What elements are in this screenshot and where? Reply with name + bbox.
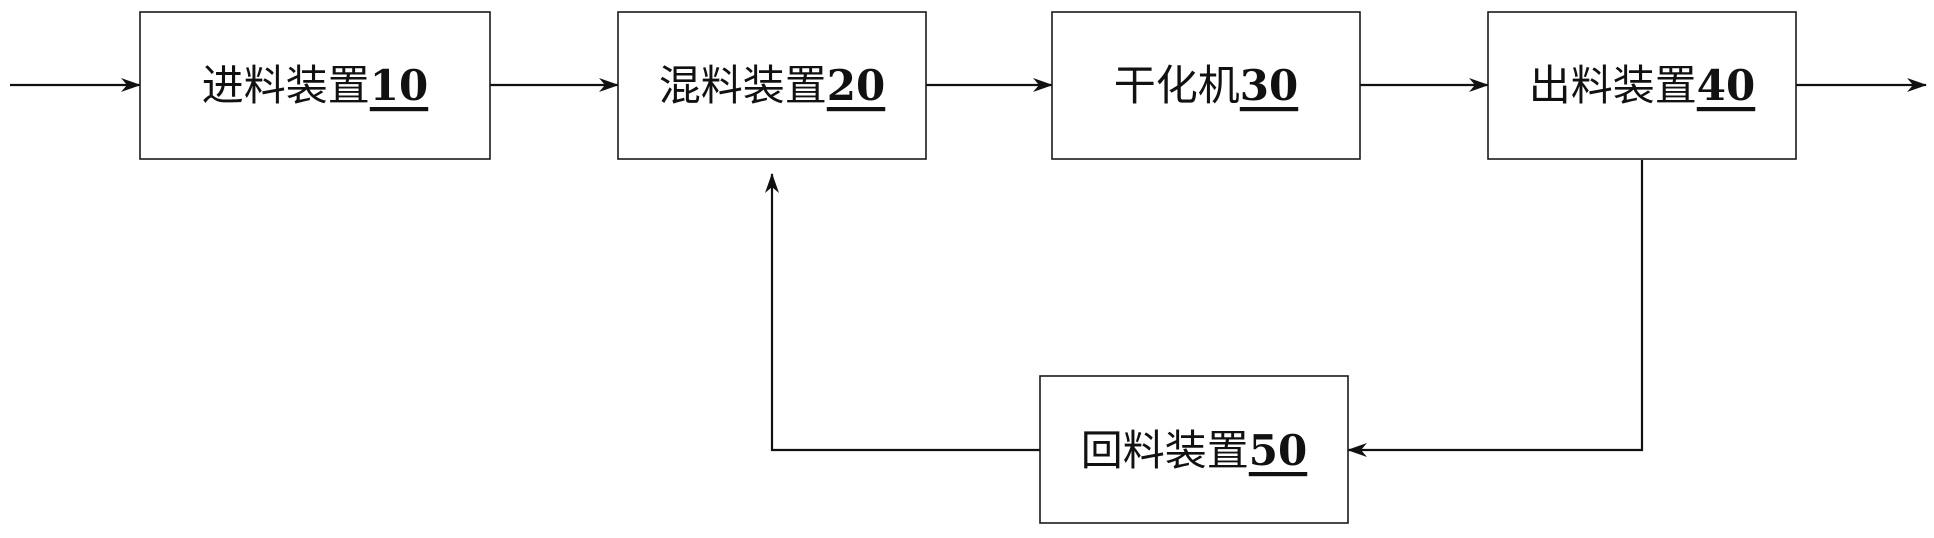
arrow-discharge-to-return [1347,160,1644,457]
mixing-device-box: 混料装置20 [617,11,927,160]
discharge-device-label: 出料装置40 [1529,61,1755,110]
feed-device-box: 进料装置10 [139,11,491,160]
discharge-device-box: 出料装置40 [1487,11,1797,160]
arrow-return-to-mix [765,173,1040,452]
return-device-box: 回料装置50 [1039,375,1349,524]
dryer-label: 干化机30 [1114,61,1298,110]
return-device-label: 回料装置50 [1081,426,1307,475]
dryer-box: 干化机30 [1051,11,1361,160]
feed-device-label: 进料装置10 [202,61,428,110]
mixing-device-label: 混料装置20 [659,61,885,110]
